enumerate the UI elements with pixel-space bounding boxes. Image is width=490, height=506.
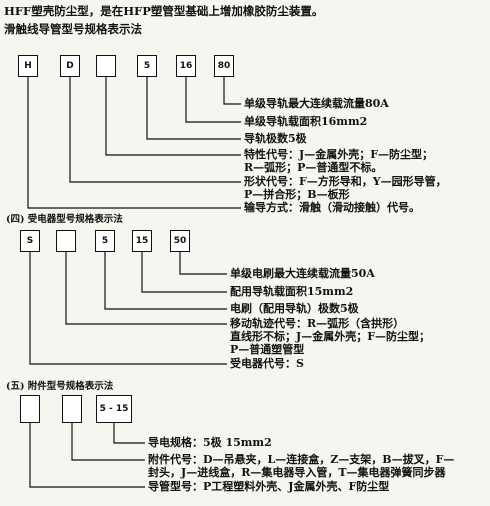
s1-box-2: D <box>60 55 80 77</box>
s2-desc-1: 单级电刷最大连续载流量50A <box>230 267 375 280</box>
s2-desc-2: 配用导轨载面积15mm2 <box>230 285 354 298</box>
s2-desc-4: 移动轨迹代号：R—弧形（含拱形） <box>230 317 405 330</box>
s1-connector-3 <box>105 77 241 156</box>
s2-connector-5 <box>179 252 227 275</box>
s1-box-5: 16 <box>176 55 196 77</box>
s2-connector-4 <box>141 252 227 293</box>
s2-connector-3 <box>104 252 227 310</box>
s1-desc-6: 形状代号：F—方形导和，Y—园形导管， <box>244 175 447 188</box>
s1-desc-7: P—拼合形；B—板形 <box>244 188 350 201</box>
s3-desc-2: 附件代号：D—吊悬夹，L—连接盒，Z—支架，B—拔叉，F— <box>148 453 455 466</box>
s3-connector-2 <box>71 423 145 461</box>
s2-box-2 <box>56 230 76 252</box>
section3-title: (五) 附件型号规格表示法 <box>6 381 114 392</box>
s1-desc-8: 输导方式：滑触（滑动接触）代号。 <box>244 201 420 214</box>
s1-desc-1: 单级导轨最大连续载流量80A <box>244 97 389 110</box>
s1-box-3 <box>96 55 116 77</box>
s1-desc-3: 导轨极数5极 <box>244 132 307 145</box>
s1-desc-4: 特性代号：J—金属外壳；F—防尘型； <box>244 148 434 161</box>
s1-connector-6 <box>223 77 241 105</box>
s2-desc-7: 受电器代号：S <box>230 357 304 370</box>
s2-connector-2 <box>65 252 227 325</box>
s3-box-2 <box>62 395 82 423</box>
s2-connector-1 <box>29 252 227 365</box>
s2-desc-6: P—普通塑管型 <box>230 343 305 356</box>
s2-box-5: 50 <box>170 230 190 252</box>
s2-box-4: 15 <box>132 230 152 252</box>
s1-box-4: 5 <box>137 55 157 77</box>
s1-connector-2 <box>69 77 241 183</box>
section2-title: (四) 受电器型号规格表示法 <box>6 214 123 225</box>
s3-box-3: 5 - 15 <box>96 395 132 423</box>
s2-box-3: 5 <box>95 230 115 252</box>
s2-desc-5: 直线形不标；J—金属外壳；F—防尘型； <box>230 330 431 343</box>
s1-box-6: 80 <box>214 55 234 77</box>
section1-title: 滑触线导管型号规格表示法 <box>4 22 142 36</box>
s3-box-1 <box>20 395 40 423</box>
s3-desc-4: 导管型号：P工程塑料外壳、J金属外壳、F防尘型 <box>148 480 390 493</box>
s3-connector-3 <box>113 423 145 444</box>
s3-desc-1: 导电规格：5极 15mm2 <box>148 436 272 449</box>
s3-desc-3: 封头，J—进线盒，R—集电器导入管，T—集电器弹簧同步器 <box>148 466 446 479</box>
s3-connector-1 <box>29 423 145 488</box>
s1-connector-4 <box>146 77 241 140</box>
s2-box-1: S <box>20 230 40 252</box>
intro-text: HFF塑壳防尘型，是在HFP塑管型基础上增加橡胶防尘装置。 <box>4 4 324 18</box>
s1-connector-1 <box>27 77 241 209</box>
s1-connector-5 <box>185 77 241 123</box>
s1-box-1: H <box>18 55 38 77</box>
s2-desc-3: 电刷（配用导轨）极数5极 <box>230 302 359 315</box>
s1-desc-5: R—弧形；P—普通型不标。 <box>244 161 383 174</box>
s1-desc-2: 单级导轨载面积16mm2 <box>244 115 368 128</box>
